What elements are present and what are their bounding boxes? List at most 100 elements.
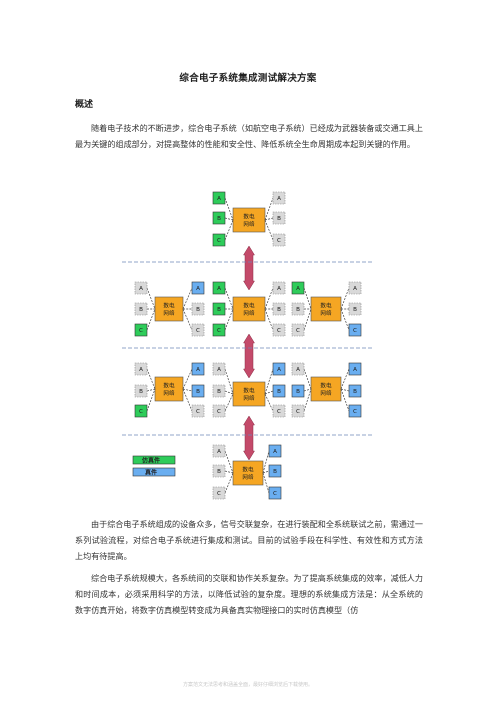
stage3-right-left-node-c-label: C bbox=[296, 409, 300, 415]
stage2-right-right-node-b-label: B bbox=[353, 307, 357, 313]
stage3-left-link-left-2 bbox=[146, 388, 156, 412]
stage2-left-link-left-0 bbox=[146, 287, 156, 310]
stage3-right-right-node-a bbox=[348, 362, 362, 376]
stage2-left-network-label-1: 数电 bbox=[163, 302, 175, 310]
stage2-mid-right-node-c-label: C bbox=[277, 328, 281, 334]
stage1-left-node-b-label: B bbox=[217, 216, 221, 222]
stage4-right-node-c-label: C bbox=[273, 491, 277, 497]
stage3-right-left-node-b bbox=[291, 384, 305, 398]
stage3-mid-right-node-b-label: B bbox=[277, 389, 281, 395]
stage1-right-node-b-label: B bbox=[277, 216, 281, 222]
stage1-left-node-c-label: C bbox=[217, 238, 221, 244]
stage4-left-node-c bbox=[212, 486, 226, 500]
stage3-right-right-node-c bbox=[348, 404, 362, 418]
stage3-right-link-left-0 bbox=[303, 368, 312, 390]
stage2-right-link-left-0 bbox=[303, 287, 312, 310]
stage3-mid-left-node-c bbox=[212, 404, 226, 418]
stage2-right-left-node-c bbox=[291, 323, 305, 337]
stage4-right-node-b bbox=[268, 464, 282, 478]
stage3-left-left-node-c-label: C bbox=[139, 409, 143, 415]
stage3-mid-link-left-1 bbox=[224, 390, 234, 395]
stage4-left-node-a-label: A bbox=[217, 449, 221, 455]
stage1-link-left-2 bbox=[224, 219, 234, 241]
stage4-left-node-a bbox=[212, 444, 226, 458]
stage2-left-left-node-a bbox=[134, 281, 148, 295]
stage3-left-left-node-a bbox=[134, 362, 148, 376]
stage3-mid-left-node-a bbox=[212, 362, 226, 376]
stage2-right-link-right-2 bbox=[340, 308, 350, 331]
stage3-right-right-node-a-label: A bbox=[353, 367, 357, 373]
stage4-network-label-2: 网络 bbox=[242, 473, 254, 481]
stage3-mid-right-node-b bbox=[272, 384, 286, 398]
stage1-right-node-b bbox=[272, 211, 286, 225]
stage3-mid-left-node-b-label: B bbox=[217, 389, 221, 395]
stage1-network bbox=[232, 207, 266, 233]
stage2-left-link-left-2 bbox=[146, 308, 156, 331]
stage2-mid-left-node-c-label: C bbox=[217, 328, 221, 334]
stage3-left-network-label-1: 数电 bbox=[163, 382, 175, 390]
stage2-left-link-right-2 bbox=[182, 308, 193, 331]
stage3-mid-link-right-0 bbox=[264, 368, 274, 395]
stage3-right-link-right-2 bbox=[340, 388, 350, 412]
stage3-left-link-right-1 bbox=[182, 388, 193, 392]
stage3-right-left-node-a-label: A bbox=[296, 367, 300, 373]
stage3-mid-link-right-2 bbox=[264, 393, 274, 412]
stage3-right-right-node-b-label: B bbox=[353, 389, 357, 395]
stage3-mid-right-node-c bbox=[272, 404, 286, 418]
stage3-left-right-node-a bbox=[191, 362, 205, 376]
paragraph-method: 综合电子系统规模大，各系统间的交联和协作关系复杂。为了提高系统集成的效率，减低人… bbox=[75, 573, 423, 616]
stage1-right-node-c-label: C bbox=[277, 238, 281, 244]
stage1-right-node-c bbox=[272, 233, 286, 247]
stage2-mid-link-left-0 bbox=[224, 287, 234, 310]
stage3-left-left-node-b bbox=[134, 384, 148, 398]
stage3-left-link-left-1 bbox=[146, 388, 156, 392]
stage3-left-network bbox=[154, 376, 184, 402]
stage4-link-right-2 bbox=[262, 472, 270, 494]
stage2-mid-left-node-b-label: B bbox=[217, 307, 221, 313]
stage2-left-right-node-c-label: C bbox=[196, 328, 200, 334]
stage2-left-left-node-c-label: C bbox=[139, 328, 143, 334]
stage4-right-node-a bbox=[268, 444, 282, 458]
stage2-left-left-node-b-label: B bbox=[139, 307, 143, 313]
stage1-left-node-c bbox=[212, 233, 226, 247]
stage3-left-link-right-2 bbox=[182, 388, 193, 412]
stage2-mid-left-node-b bbox=[212, 302, 226, 316]
stage1-link-right-1 bbox=[264, 217, 274, 221]
stage2-right-left-node-c-label: C bbox=[296, 328, 300, 334]
stage2-left-right-node-a bbox=[191, 281, 205, 295]
stage2-mid-link-right-2 bbox=[264, 308, 274, 331]
stage4-network-label-1: 数电 bbox=[242, 466, 254, 474]
arrow-stage3-stage4 bbox=[243, 415, 255, 461]
stage2-left-left-node-b bbox=[134, 302, 148, 316]
stage2-mid-link-right-0 bbox=[264, 287, 274, 310]
stage3-mid-link-left-2 bbox=[224, 393, 234, 412]
stage3-left-network-label-2: 网络 bbox=[163, 389, 175, 397]
stage1-link-right-2 bbox=[264, 219, 274, 241]
stage3-right-left-node-b-label: B bbox=[296, 389, 300, 395]
stage4-link-left-0 bbox=[224, 450, 234, 474]
stage3-right-left-node-a bbox=[291, 362, 305, 376]
stage4-left-node-b-label: B bbox=[217, 469, 221, 475]
stage3-left-left-node-c bbox=[134, 404, 148, 418]
stage1-link-left-0 bbox=[224, 197, 234, 221]
paragraph-testing: 由于综合电子系统组成的设备众多，信号交联复杂，在进行装配和全系统联试之前，需通过… bbox=[75, 519, 423, 562]
stage2-right-right-node-c-label: C bbox=[353, 328, 357, 334]
stage3-right-network-label-1: 数电 bbox=[320, 382, 332, 390]
stage2-right-network-label-2: 网络 bbox=[320, 309, 332, 317]
stage3-right-right-node-b bbox=[348, 384, 362, 398]
stage3-mid-network-label-2: 网络 bbox=[243, 394, 255, 402]
stage3-right-right-node-c-label: C bbox=[353, 409, 357, 415]
stage2-mid-link-left-2 bbox=[224, 308, 234, 331]
stage2-mid-right-node-a-label: A bbox=[277, 286, 281, 292]
stage3-right-link-right-1 bbox=[340, 388, 350, 392]
stage2-right-left-node-b bbox=[291, 302, 305, 316]
stage3-mid-network bbox=[232, 381, 266, 407]
stage2-mid-right-node-c bbox=[272, 323, 286, 337]
stage4-link-left-1 bbox=[224, 470, 234, 474]
stage1-link-left-1 bbox=[224, 217, 234, 221]
legend-simulated-label: 仿真件 bbox=[142, 456, 160, 464]
footer-note: 方案范文无法思考和涵盖全面，最好仔细浏览后下载使用。 bbox=[182, 682, 313, 688]
stage4-link-right-0 bbox=[262, 450, 270, 474]
stage3-mid-link-right-1 bbox=[264, 390, 274, 395]
